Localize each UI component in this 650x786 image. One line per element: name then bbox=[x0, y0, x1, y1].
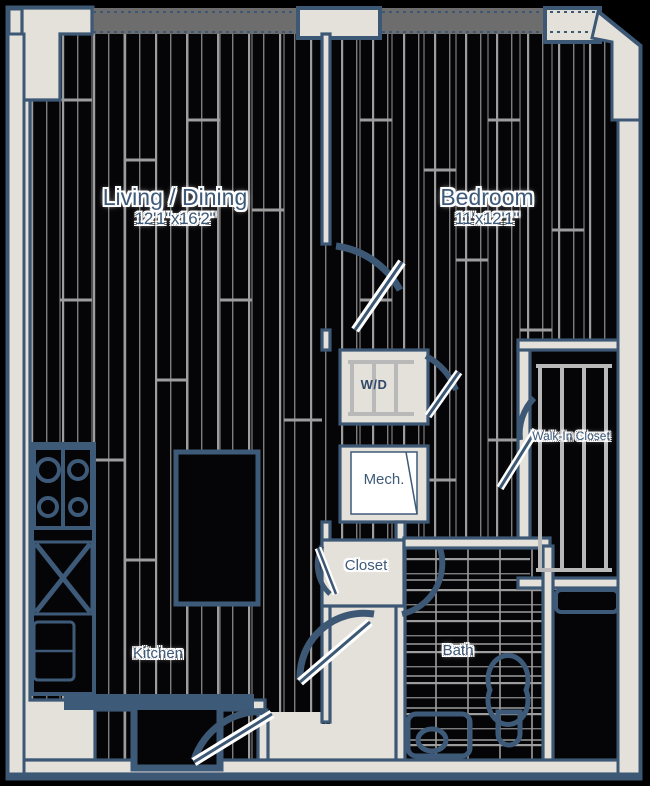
bath-entry-door-swing bbox=[401, 547, 446, 617]
floor-hatching bbox=[59, 34, 585, 760]
cooktop-4-burner bbox=[32, 446, 94, 530]
mechanical-room bbox=[350, 451, 418, 515]
entry-door-swing bbox=[190, 708, 275, 766]
closet-shelf-rods bbox=[348, 360, 612, 572]
washer-dryer-door-swing bbox=[424, 353, 463, 419]
kitchen-island bbox=[173, 449, 261, 607]
toilet bbox=[485, 653, 531, 748]
kitchen-sink bbox=[32, 620, 76, 682]
wall-overlays bbox=[6, 9, 642, 776]
closet-door-swing bbox=[314, 544, 340, 596]
dishwasher bbox=[32, 540, 94, 616]
bathroom-vanity-sink bbox=[405, 711, 473, 759]
walk-in-closet-door-swing bbox=[496, 395, 540, 491]
door-swings bbox=[190, 242, 540, 766]
kitchen-fixtures bbox=[30, 442, 261, 772]
bedroom-door-swing bbox=[335, 242, 406, 333]
bathroom-door-swing bbox=[296, 609, 375, 686]
bath-tile-hatching bbox=[404, 546, 549, 761]
